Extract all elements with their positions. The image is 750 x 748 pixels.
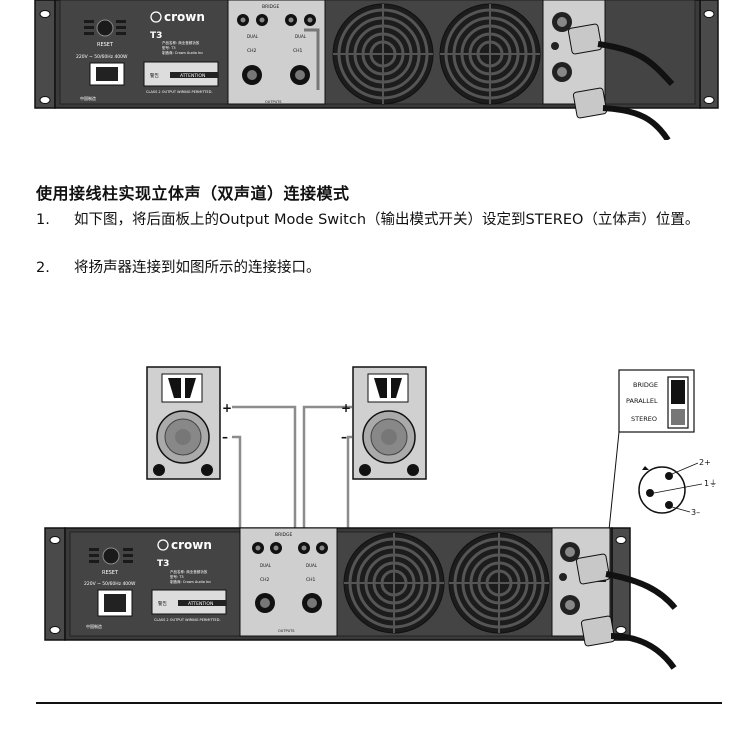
amp-dual-label-2: DUAL (260, 563, 272, 568)
top-amp-bridge-label: BRIDGE (262, 4, 279, 10)
speaker-wires (232, 405, 352, 550)
top-amp-label-line-1: 产品名称: 商业音频功放 (162, 40, 200, 45)
top-amp-reset-label: RESET (97, 42, 114, 48)
amp-label-line-1: 产品名称: 商业音频功放 (170, 569, 208, 574)
section-heading: 使用接线柱实现立体声（双声道）连接模式 (36, 184, 350, 203)
amp-ch1-label: CH1 (306, 577, 316, 583)
xlr-pin-1: 1⏚ (704, 479, 717, 488)
amp-label-line-3: 制造商: Crown Audio Inc (170, 579, 211, 584)
step-text: 如下图，将后面板上的Output Mode Switch（输出模式开关）设定到S… (74, 212, 700, 228)
xlr-pin-diagram: 2+ 1⏚ 3– (638, 458, 717, 517)
amplifier-rear-panel: RESET 220V ~ 50/60Hz 400W 中国制造 crown T3 … (44, 527, 678, 670)
right-speaker-minus-label: – (341, 430, 347, 444)
amp-ch2-label: CH2 (260, 577, 270, 583)
right-speaker (352, 366, 427, 480)
left-speaker-plus-label: + (222, 401, 232, 415)
amp-origin-label: 中国制造 (86, 623, 102, 629)
top-amp-attention-title: ATTENTION (180, 73, 205, 79)
amp-fan-left (343, 532, 445, 634)
top-amp-model: T3 (150, 31, 162, 41)
top-amp-dual-label-1: DUAL (295, 34, 307, 39)
amp-label-line-2: 型号: T3 (170, 574, 184, 579)
top-amp-origin-label: 中国制造 (80, 95, 96, 101)
amp-attention-title: ATTENTION (188, 601, 213, 607)
left-speaker (146, 366, 221, 480)
amp-power-rating: 220V ~ 50/60Hz 400W (84, 581, 136, 587)
bottom-divider (36, 702, 722, 704)
stereo-wiring-diagram: + – + – BRIDGE PARALLEL STEREO 2+ 1⏚ (44, 366, 717, 670)
amp-fan-right (448, 532, 550, 634)
top-amp-fan-right (439, 3, 541, 105)
right-speaker-plus-label: + (341, 401, 351, 415)
top-amp-power-rating: 220V ~ 50/60Hz 400W (76, 54, 128, 60)
step-text: 将扬声器连接到如图所示的连接接口。 (74, 260, 321, 276)
step-number: 2. (36, 260, 50, 276)
top-amp-warning-title: 警告 (150, 72, 159, 79)
top-amp-ch1-label: CH1 (293, 48, 303, 54)
top-amp-ch2-label: CH2 (247, 48, 257, 54)
mode-switch-option-parallel: PARALLEL (626, 397, 658, 405)
amp-model: T3 (157, 559, 169, 569)
top-amp-outputs-label: OUTPUTS (265, 100, 282, 104)
amp-dual-label-1: DUAL (306, 563, 318, 568)
top-amp-brand: crown (164, 10, 205, 24)
amp-reset-label: RESET (102, 570, 119, 576)
amp-warning-title: 警告 (158, 600, 167, 607)
top-amp-label-line-3: 制造商: Crown Audio Inc (162, 50, 203, 55)
top-amp-label-line-2: 型号: T3 (162, 45, 176, 50)
mode-switch-option-bridge: BRIDGE (633, 381, 658, 389)
step-number: 1. (36, 212, 50, 228)
amp-outputs-label: OUTPUTS (278, 629, 295, 633)
top-amp-fan-left (332, 3, 434, 105)
left-speaker-minus-label: – (222, 430, 228, 444)
top-amplifier-illustration: RESET 220V ~ 50/60Hz 400W 中国制造 crown T3 … (34, 0, 719, 140)
top-amp-dual-label-2: DUAL (247, 34, 259, 39)
amp-output-note: CLASS 2 OUTPUT WIRING PERMITTED. (154, 618, 221, 622)
xlr-pin-2: 2+ (699, 458, 711, 467)
amp-bridge-label: BRIDGE (275, 532, 292, 538)
mode-switch-option-stereo: STEREO (631, 415, 657, 423)
top-amp-output-note: CLASS 2 OUTPUT WIRING PERMITTED. (146, 90, 213, 94)
amp-brand: crown (171, 538, 212, 552)
xlr-pin-3: 3– (691, 508, 700, 517)
mode-switch-callout: BRIDGE PARALLEL STEREO (608, 369, 695, 531)
